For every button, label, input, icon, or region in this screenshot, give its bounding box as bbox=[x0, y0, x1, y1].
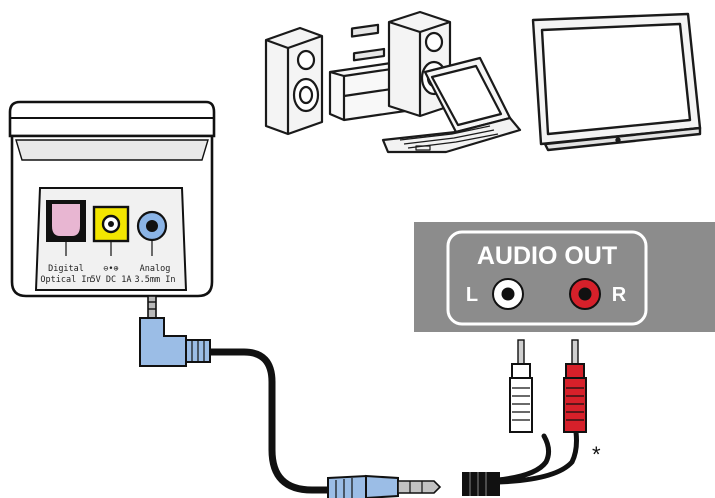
power-port bbox=[92, 205, 130, 243]
television-icon bbox=[531, 12, 702, 152]
analog-port-label-2: 3.5mm In bbox=[135, 275, 176, 285]
straight-plug bbox=[327, 474, 442, 498]
audio-cable-split bbox=[495, 429, 579, 485]
splitter-jack bbox=[462, 472, 500, 496]
audio-out-title: AUDIO OUT bbox=[477, 242, 617, 270]
audio-cable bbox=[192, 348, 340, 494]
right-channel-label: R bbox=[612, 284, 627, 306]
audio-out-panel: AUDIO OUT L R bbox=[414, 222, 715, 332]
optical-port-insert bbox=[52, 204, 80, 236]
analog-jack-port bbox=[136, 210, 168, 242]
right-angle-plug bbox=[139, 295, 211, 367]
rca-red-plug bbox=[563, 339, 587, 433]
digital-port-label: Digital bbox=[48, 264, 84, 274]
footnote-asterisk: * bbox=[592, 442, 601, 467]
power-polarity-symbol: ⊖•⊕ bbox=[103, 264, 118, 274]
laptop-icon bbox=[381, 56, 522, 154]
optical-port bbox=[46, 200, 86, 242]
rca-white-plug bbox=[509, 339, 533, 433]
analog-port-label: Analog bbox=[140, 264, 171, 274]
digital-port-label-2: Optical In bbox=[40, 275, 91, 285]
stereo-system-icon bbox=[264, 10, 452, 136]
power-port-label: 5V DC 1A bbox=[91, 275, 132, 285]
left-channel-label: L bbox=[466, 284, 478, 306]
